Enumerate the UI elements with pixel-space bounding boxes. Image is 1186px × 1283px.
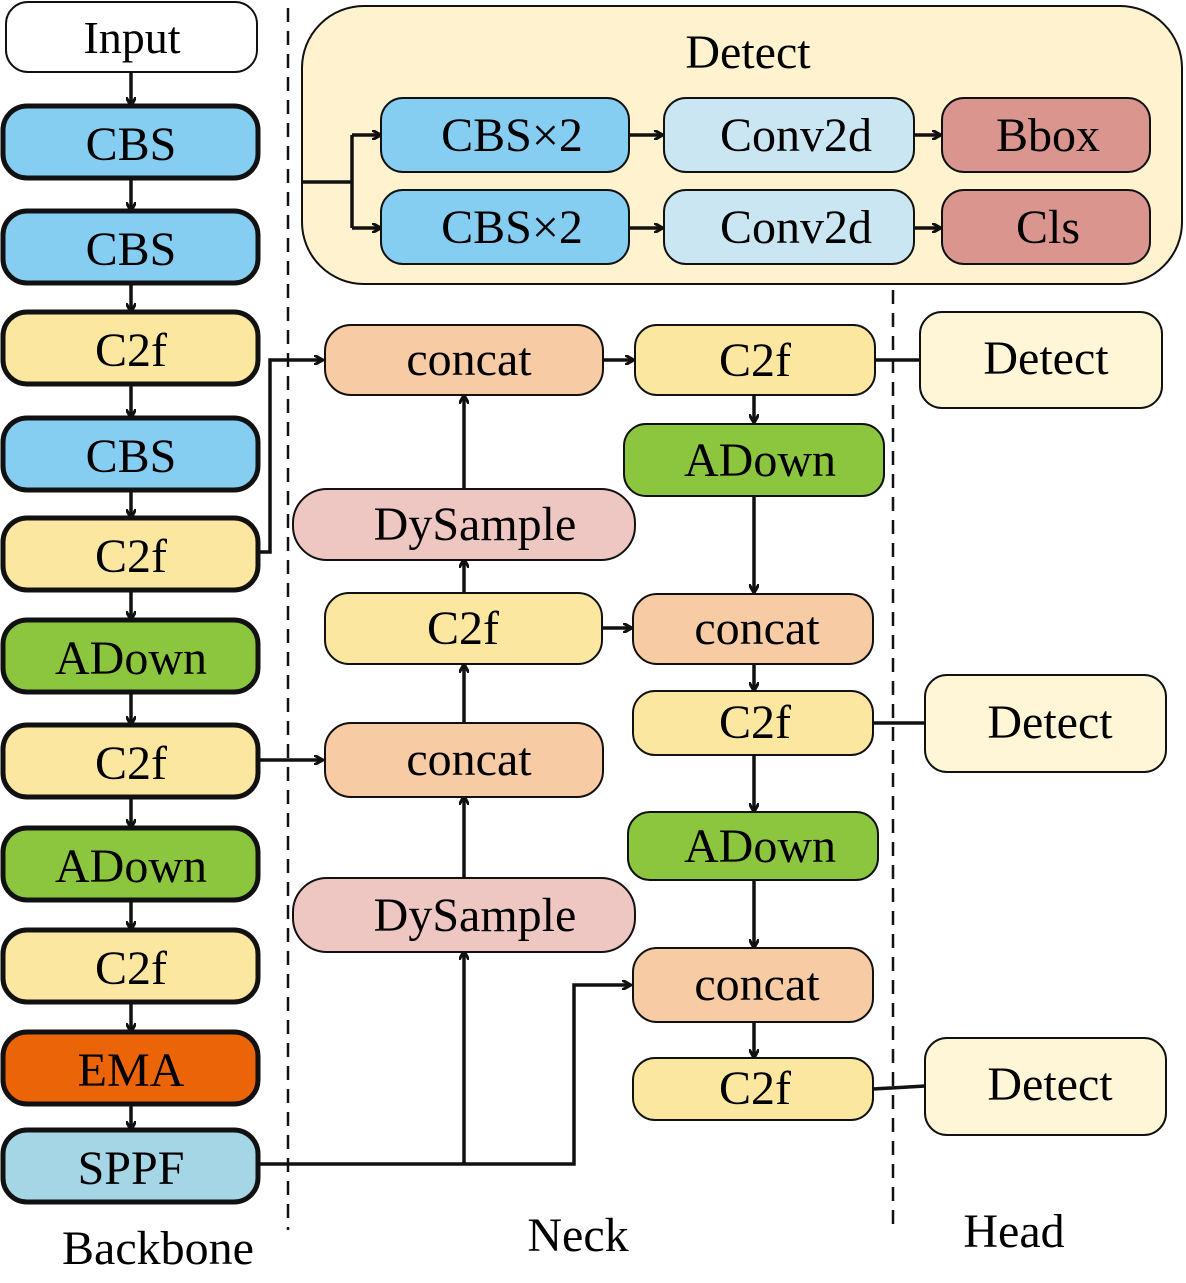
section-label-backbone: Backbone [62,1222,254,1275]
right-adown-bottom [627,811,879,881]
right-c2f-bottom [632,1057,874,1121]
concat-top-label: concat [406,333,532,386]
right-adown-top-label: ADown [684,434,836,487]
detect-2 [924,674,1167,773]
detect-3 [924,1037,1167,1136]
backbone-block-4-label: CBS [86,430,177,483]
concat-mid [324,722,604,798]
right-concat-bottom-label: concat [694,958,820,1011]
panel-bbox [941,97,1151,173]
dysample-bottom [292,877,636,953]
right-concat-mid [632,593,874,665]
concat-top [324,324,604,396]
panel-cls-label: Cls [1016,201,1080,254]
input-label: Input [83,12,180,63]
link-to-detect-3 [872,1084,926,1091]
link-sppf-to-concat-bottom [257,985,630,1166]
neck-connections [257,360,926,1166]
c2f-mid-label: C2f [427,602,499,655]
dysample-top-label: DySample [374,498,577,551]
backbone-block-3-label: C2f [95,324,167,377]
panel-cbs-row1-label: CBS×2 [441,109,583,162]
detect-panel-title: Detect [685,26,811,79]
dysample-bottom-label: DySample [374,889,577,942]
head-blocks: Detect Detect Detect [919,311,1167,1136]
panel-cbs-row2-label: CBS×2 [441,201,583,254]
section-label-neck: Neck [527,1209,628,1262]
right-concat-bottom [632,947,874,1023]
concat-mid-label: concat [406,733,532,786]
backbone-block-10-label: EMA [78,1044,185,1097]
detect-1-label: Detect [983,332,1109,385]
right-adown-bottom-label: ADown [684,820,836,873]
detect-3-label: Detect [987,1058,1113,1111]
right-concat-mid-label: concat [694,602,820,655]
panel-conv2d-row1-label: Conv2d [720,109,872,162]
right-c2f-bottom-label: C2f [719,1062,791,1115]
backbone-block-1-label: CBS [86,118,177,171]
backbone-block-5-label: C2f [95,530,167,583]
panel-bbox-label: Bbox [996,109,1100,162]
backbone-block-8-label: ADown [55,840,207,893]
backbone-block-6-label: ADown [55,632,207,685]
backbone-block-11-sppf [0,1127,261,1205]
detect-2-label: Detect [987,696,1113,749]
right-c2f-mid [632,690,874,756]
right-adown-top [623,423,885,497]
right-c2f-top [634,324,876,396]
detect-1 [919,311,1163,409]
c2f-mid [324,592,603,665]
link-c2f-to-concat-top [257,360,322,554]
backbone-block-2-label: CBS [86,223,177,276]
dysample-top [292,488,636,561]
panel-cls [941,189,1151,265]
right-c2f-top-label: C2f [719,334,791,387]
section-label-head: Head [963,1205,1064,1258]
backbone-block-11-label: SPPF [78,1142,185,1195]
neck-blocks: concat DySample C2f concat DySample C2f … [292,324,885,1121]
detect-panel: Detect CBS×2 Conv2d Bbox CBS×2 Conv2d Cl… [301,5,1183,285]
backbone-block-7-label: C2f [95,737,167,790]
backbone-block-9-label: C2f [95,942,167,995]
panel-conv2d-row2-label: Conv2d [720,201,872,254]
right-c2f-mid-label: C2f [719,696,791,749]
backbone-column: Input CBSCBSC2fCBSC2fADownC2fADownC2fEMA… [0,1,261,1205]
